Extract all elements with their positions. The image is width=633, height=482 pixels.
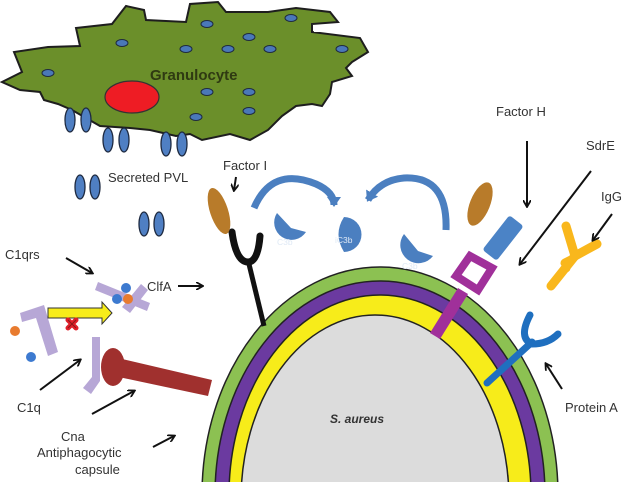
- c1s-subunit: [26, 352, 36, 362]
- ic3b-label: iC3b: [335, 235, 353, 245]
- granule: [263, 45, 277, 53]
- conversion-arrow: [250, 175, 341, 210]
- pvl-toxin: [74, 174, 86, 200]
- granule: [200, 88, 214, 96]
- granule: [221, 45, 235, 53]
- c3b-fragment: [274, 213, 306, 240]
- complement-cycle: C3b iC3b C3b: [250, 174, 450, 271]
- granule: [284, 14, 298, 22]
- c1qrs-label: C1qrs: [5, 247, 40, 262]
- nucleus: [104, 80, 160, 114]
- pvl-toxin: [102, 127, 114, 153]
- pvl-toxins: [64, 107, 188, 237]
- c1q-molecule: [83, 337, 100, 394]
- cytoplasm: [240, 314, 510, 482]
- granule: [242, 33, 256, 41]
- assembly-arrow: [47, 300, 113, 326]
- granule: [200, 20, 214, 28]
- granulocyte-label: Granulocyte: [150, 67, 238, 84]
- conversion-arrow: [364, 174, 450, 231]
- factor-h-label: Factor H: [496, 104, 546, 119]
- c3b-fragment: [400, 234, 433, 264]
- c3b-label: C3b: [277, 237, 293, 247]
- igg-antibody: [546, 221, 602, 291]
- granule: [41, 69, 55, 77]
- pvl-toxin: [176, 131, 188, 157]
- factor-h-protein: [483, 216, 523, 260]
- protein-a: [483, 311, 562, 387]
- capsule-label-line1: Antiphagocytic: [37, 445, 122, 460]
- c1r-subunit: [10, 326, 20, 336]
- cna-label: Cna: [61, 429, 86, 444]
- secreted-pvl-label: Secreted PVL: [108, 170, 188, 185]
- clfa-protein: [228, 228, 267, 327]
- pvl-toxin: [118, 127, 130, 153]
- sdre-protein: [430, 250, 498, 339]
- pvl-toxin: [80, 107, 92, 133]
- s-aureus-cell: S. aureus: [201, 266, 559, 482]
- granule: [115, 39, 129, 47]
- cna-protein: [101, 348, 212, 396]
- clfa-label: ClfA: [147, 279, 172, 294]
- granule: [189, 113, 203, 121]
- capsule-label-line2: capsule: [75, 462, 120, 477]
- ic3b-fragment: [338, 217, 362, 252]
- factor-i-protein: [207, 188, 231, 234]
- granule: [242, 88, 256, 96]
- pvl-toxin: [160, 131, 172, 157]
- pvl-toxin: [153, 211, 165, 237]
- pvl-toxin: [89, 174, 101, 200]
- c1q-molecules: [20, 305, 100, 394]
- c1q-label: C1q: [17, 400, 41, 415]
- granule: [335, 45, 349, 53]
- pvl-toxin: [64, 107, 76, 133]
- protein-a-label: Protein A: [565, 400, 618, 415]
- s-aureus-label: S. aureus: [330, 412, 384, 426]
- c3b-label: C3b: [402, 261, 418, 271]
- c1qrs-complex: [95, 282, 150, 313]
- factor-i-label: Factor I: [223, 158, 267, 173]
- sdre-label: SdrE: [586, 138, 615, 153]
- granule: [242, 107, 256, 115]
- igg-label: IgG: [601, 189, 622, 204]
- c1q-molecule: [20, 305, 58, 356]
- factor-i-protein-bound: [467, 182, 493, 226]
- granulocyte-body: [0, 0, 370, 142]
- pvl-toxin: [138, 211, 150, 237]
- granulocyte: Granulocyte: [0, 0, 370, 142]
- granule: [179, 45, 193, 53]
